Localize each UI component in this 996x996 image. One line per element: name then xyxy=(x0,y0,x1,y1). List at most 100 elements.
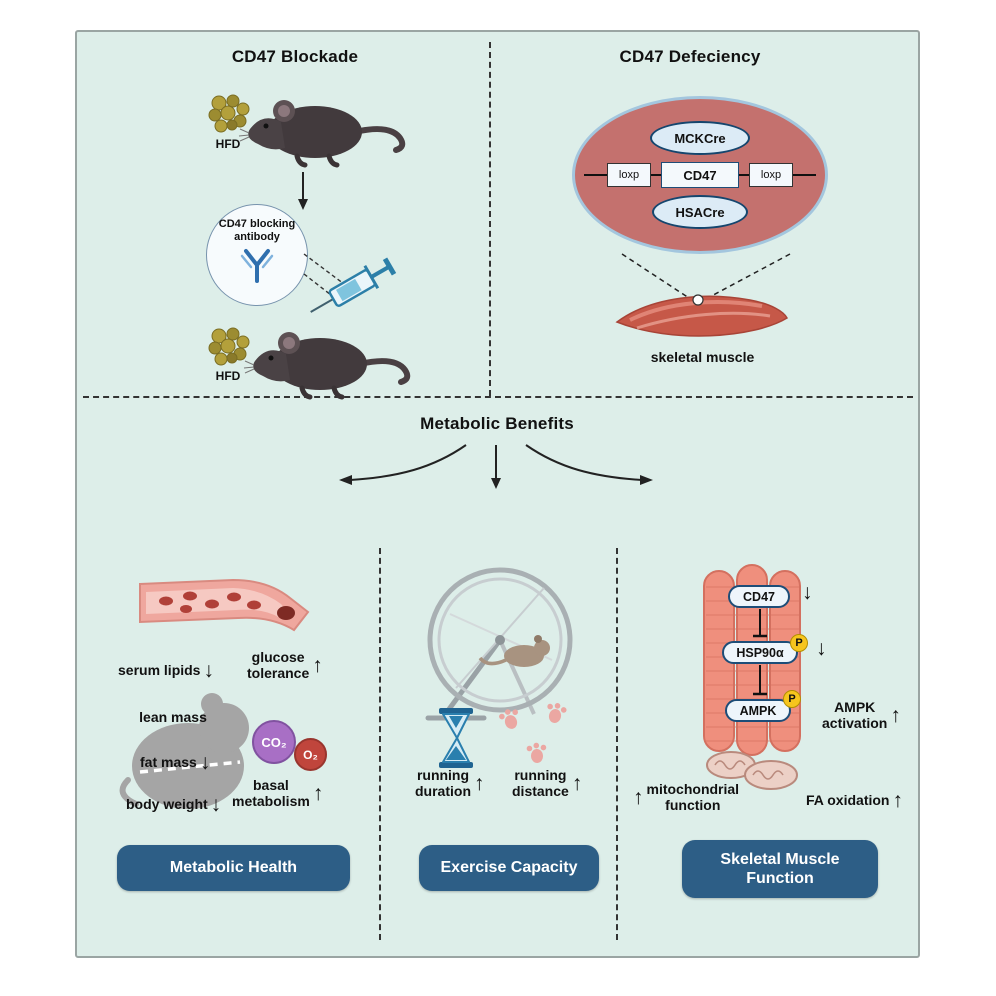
cd47-gene-label: CD47 xyxy=(683,167,717,183)
antibody-label-line2: antibody xyxy=(234,231,280,244)
divider-bottom-right xyxy=(616,548,618,940)
serum-lipids-label: serum lipids xyxy=(118,661,201,678)
blood-vessel-icon xyxy=(139,578,310,632)
metabolic-health-badge: Metabolic Health xyxy=(117,845,350,891)
duration-label-line1: running xyxy=(416,767,470,783)
divider-top-vertical xyxy=(489,42,491,396)
hsp90a-pill: HSP90α xyxy=(722,641,798,664)
hfd-food-icon-2 xyxy=(208,327,250,366)
fa-oxidation-label: FA oxidation xyxy=(806,791,890,808)
loxp-right-box: loxp xyxy=(749,163,793,187)
antibody-icon xyxy=(240,249,274,284)
glucose-up-arrow: ↑ xyxy=(312,654,323,678)
zoom-dashed-lines xyxy=(621,253,791,301)
fat-mass-label: fat mass xyxy=(140,753,197,770)
antibody-label-line1: CD47 blocking xyxy=(218,218,296,230)
basal-metabolism-item: basal metabolism ↑ xyxy=(232,777,324,809)
serum-lipids-down-arrow: ↓ xyxy=(203,659,214,682)
hourglass-icon xyxy=(439,708,473,768)
mouse-silhouette-icon xyxy=(119,693,249,809)
co2-circle: CO₂ xyxy=(252,720,296,764)
mitochondria-icon xyxy=(706,751,798,790)
distance-label-line1: running xyxy=(514,767,567,783)
mitochondrial-line2: function xyxy=(665,796,721,813)
running-distance-item: running distance ↑ xyxy=(512,767,583,799)
hsacre-oval: HSACre xyxy=(652,195,748,229)
exercise-capacity-badge: Exercise Capacity xyxy=(419,845,599,891)
metabolic-health-badge-label: Metabolic Health xyxy=(169,859,298,877)
body-weight-item: body weight ↓ xyxy=(126,794,221,815)
basal-label-line1: basal xyxy=(253,777,289,793)
phospho-badge-hsp90: P xyxy=(790,634,808,652)
ampk-activation-up-arrow: ↑ xyxy=(890,704,901,728)
mckcre-label: MCKCre xyxy=(674,130,726,146)
hsp90a-pill-label: HSP90α xyxy=(736,645,784,660)
ampk-activation-line1: AMPK xyxy=(834,699,876,715)
paw-prints-icon xyxy=(499,703,567,763)
benefits-title: Metabolic Benefits xyxy=(420,414,574,433)
running-wheel-icon xyxy=(425,567,573,721)
phospho-hsp90-label: P xyxy=(795,637,803,649)
blockade-title: CD47 Blockade xyxy=(231,47,359,66)
syringe-icon xyxy=(310,257,397,313)
distance-up-arrow: ↑ xyxy=(571,772,583,796)
hfd-food-icon xyxy=(208,94,250,133)
skeletal-muscle-function-badge: Skeletal Muscle Function xyxy=(682,840,878,898)
co2-label: CO₂ xyxy=(261,734,287,750)
hsacre-label: HSACre xyxy=(675,204,725,220)
hfd-label-bottom: HFD xyxy=(215,369,241,383)
basal-up-arrow: ↑ xyxy=(312,782,324,806)
cd47-gene-box: CD47 xyxy=(661,162,739,188)
hsp90-down-arrow: ↓ xyxy=(816,637,827,660)
inhibition-connector-2 xyxy=(753,665,767,696)
loxp-left-box: loxp xyxy=(607,163,651,187)
mitochondrial-up-arrow: ↑ xyxy=(633,786,644,810)
glucose-label-line2: tolerance xyxy=(247,664,310,681)
mckcre-oval: MCKCre xyxy=(650,121,750,155)
hfd-label-top: HFD xyxy=(215,137,241,151)
basal-label-line2: metabolism xyxy=(232,792,310,809)
smf-badge-line2: Function xyxy=(746,870,814,887)
skeletal-muscle-label: skeletal muscle xyxy=(650,349,755,365)
deficiency-title: CD47 Defeciency xyxy=(619,47,761,66)
ampk-activation-item: AMPK activation ↑ xyxy=(822,699,901,731)
serum-lipids-item: serum lipids ↓ xyxy=(118,660,214,681)
duration-up-arrow: ↑ xyxy=(474,772,485,796)
skeletal-muscle-icon xyxy=(615,294,788,337)
body-weight-down-arrow: ↓ xyxy=(210,793,222,816)
loxp-left-label: loxp xyxy=(618,169,640,181)
o2-circle: O₂ xyxy=(294,738,327,771)
glucose-tolerance-item: glucose tolerance ↑ xyxy=(247,649,323,681)
mitochondrial-line1: mitochondrial xyxy=(646,781,740,797)
inhibition-connector-1 xyxy=(753,609,767,638)
o2-label: O₂ xyxy=(303,747,318,762)
divider-horizontal xyxy=(83,396,913,398)
glucose-label-line1: glucose xyxy=(251,649,305,665)
exercise-capacity-badge-label: Exercise Capacity xyxy=(440,859,578,877)
ampk-pill: AMPK xyxy=(725,699,791,722)
phospho-badge-ampk: P xyxy=(783,690,801,708)
mouse-injected-icon xyxy=(243,332,411,400)
fat-mass-down-arrow: ↓ xyxy=(199,751,211,774)
body-weight-label: body weight xyxy=(126,795,208,812)
cd47-pill-label: CD47 xyxy=(743,589,775,604)
running-duration-item: running duration ↑ xyxy=(415,767,485,799)
ampk-pill-label: AMPK xyxy=(739,703,777,718)
loxp-right-label: loxp xyxy=(760,169,782,181)
down-arrow-icon xyxy=(298,172,308,210)
divider-bottom-left xyxy=(379,548,381,940)
mouse-hfd-icon xyxy=(238,100,406,168)
lean-mass-label: lean mass xyxy=(139,709,207,725)
antibody-callout: CD47 blocking antibody xyxy=(206,204,308,306)
duration-label-line2: duration xyxy=(415,782,471,799)
fa-oxidation-up-arrow: ↑ xyxy=(892,789,903,812)
benefits-arrows xyxy=(339,444,653,489)
fat-mass-item: fat mass ↓ xyxy=(140,752,210,773)
distance-label-line2: distance xyxy=(512,782,569,799)
cd47-pill: CD47 xyxy=(728,585,790,608)
mitochondrial-function-item: ↑ mitochondrial function xyxy=(633,781,740,813)
ampk-activation-line2: activation xyxy=(822,714,888,731)
phospho-ampk-label: P xyxy=(788,693,796,705)
smf-badge-line1: Skeletal Muscle xyxy=(720,850,840,868)
